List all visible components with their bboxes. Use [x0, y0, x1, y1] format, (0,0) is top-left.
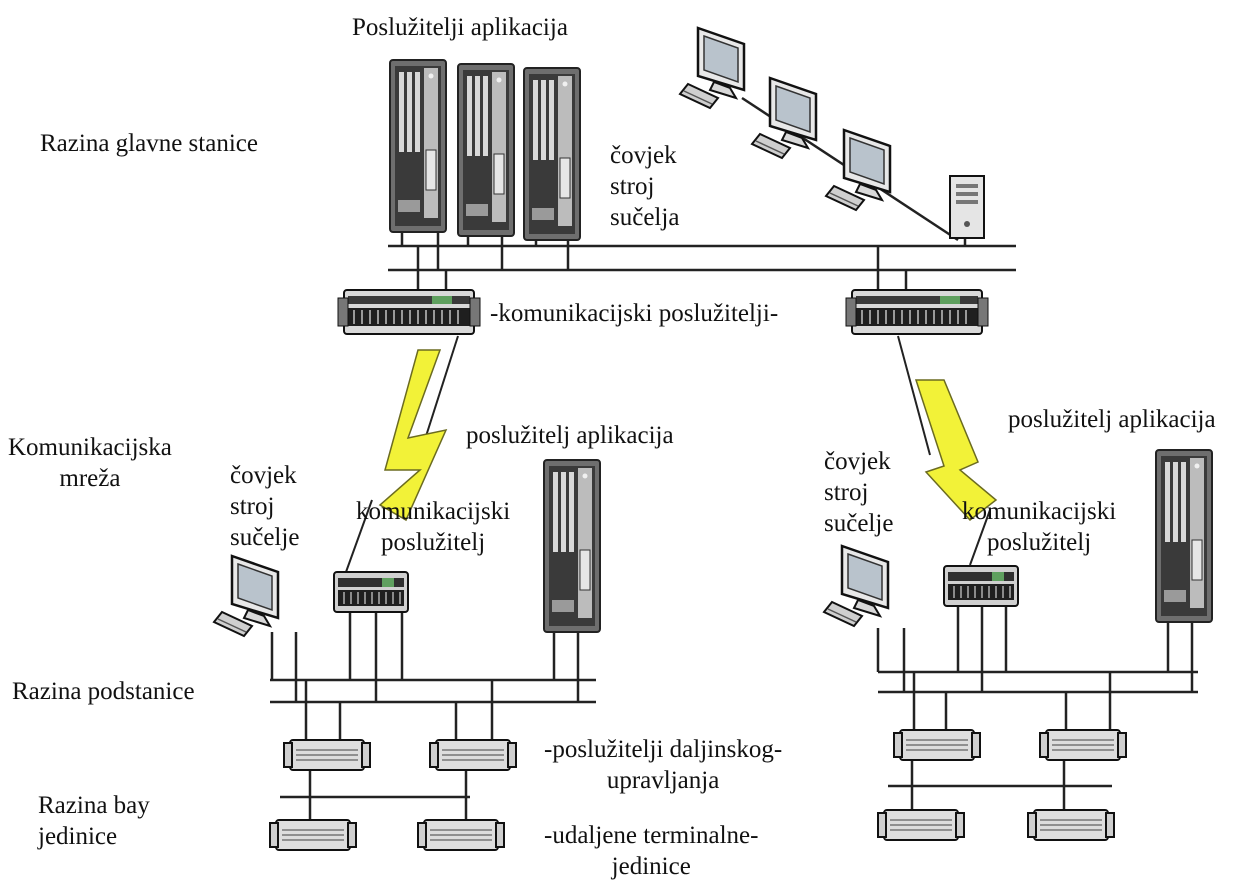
bay-level-line-1: Razina bay	[38, 792, 150, 819]
right-hmi-line-1: čovjek	[824, 448, 891, 475]
rc-servers-line-2: upravljanja	[606, 767, 720, 794]
right-hmi-line-2: stroj	[824, 479, 869, 506]
main-comm-server-left	[337, 289, 481, 335]
right-hmi-line-3: sučelje	[824, 510, 894, 537]
left-hmi-label: čovjek stroj sučelje	[230, 460, 299, 553]
right-app-server-label: poslužitelj aplikacija	[1008, 406, 1216, 433]
comm-network-label: Komunikacijska mreža	[8, 432, 172, 494]
main-workstation-3	[824, 128, 892, 212]
comm-network-line-1: Komunikacijska	[8, 434, 172, 461]
left-hmi-line-3: sučelje	[230, 524, 300, 551]
main-app-server-3	[523, 67, 581, 241]
main-pc-tower	[949, 175, 985, 239]
left-comm-server	[333, 571, 409, 613]
left-comm-server-label: komunikacijski poslužitelj	[356, 496, 510, 558]
left-rtu-2	[417, 819, 505, 851]
rc-servers-label: -poslužitelji daljinskog- upravljanja	[544, 734, 782, 796]
left-app-server	[543, 459, 601, 633]
left-rc-server-1	[283, 739, 371, 771]
left-hmi-line-2: stroj	[230, 493, 275, 520]
left-comm-server-line-2: poslužitelj	[381, 529, 486, 556]
wireless-link-right	[897, 335, 998, 566]
rc-servers-line-1: -poslužitelji daljinskog-	[544, 736, 783, 763]
wireless-link-left	[345, 335, 459, 573]
left-workstation	[212, 554, 280, 638]
main-app-server-1	[389, 59, 447, 233]
main-hmi-line-1: čovjek	[610, 142, 677, 169]
right-rtu-2	[1027, 809, 1115, 841]
bay-level-label: Razina bay jedinice	[38, 790, 150, 852]
rtu-label: -udaljene terminalne- jedinice	[544, 820, 758, 882]
right-rtu-1	[877, 809, 965, 841]
left-comm-server-line-1: komunikacijski	[356, 498, 511, 525]
right-rc-server-2	[1039, 729, 1127, 761]
main-station-level-label: Razina glavne stanice	[40, 130, 258, 157]
comm-network-line-2: mreža	[59, 465, 121, 492]
left-app-server-label: poslužitelj aplikacija	[466, 422, 674, 449]
left-rc-server-2	[429, 739, 517, 771]
left-rtu-1	[269, 819, 357, 851]
substation-level-label: Razina podstanice	[12, 678, 195, 705]
right-hmi-label: čovjek stroj sučelje	[824, 446, 893, 539]
comm-servers-label: -komunikacijski poslužitelji-	[490, 300, 779, 327]
right-workstation	[822, 544, 890, 628]
rtu-line-1: -udaljene terminalne-	[544, 822, 759, 849]
rtu-line-2: jedinice	[611, 853, 691, 880]
right-comm-server-line-1: komunikacijski	[962, 498, 1117, 525]
left-hmi-line-1: čovjek	[230, 462, 297, 489]
main-comm-server-right	[845, 289, 989, 335]
right-comm-server-label: komunikacijski poslužitelj	[962, 496, 1116, 558]
main-hmi-line-2: stroj	[610, 173, 655, 200]
bay-level-line-2: jedinice	[38, 823, 118, 850]
main-app-server-2	[457, 63, 515, 237]
main-hmi-label: čovjek stroj sučelja	[610, 140, 679, 233]
right-comm-server-line-2: poslužitelj	[987, 529, 1092, 556]
right-app-server	[1155, 449, 1213, 623]
right-comm-server	[943, 565, 1019, 607]
main-workstation-1	[678, 26, 746, 110]
main-hmi-line-3: sučelja	[610, 204, 680, 231]
right-rc-server-1	[893, 729, 981, 761]
main-workstation-2	[750, 76, 818, 160]
main-app-servers-label: Poslužitelji aplikacija	[352, 14, 568, 41]
